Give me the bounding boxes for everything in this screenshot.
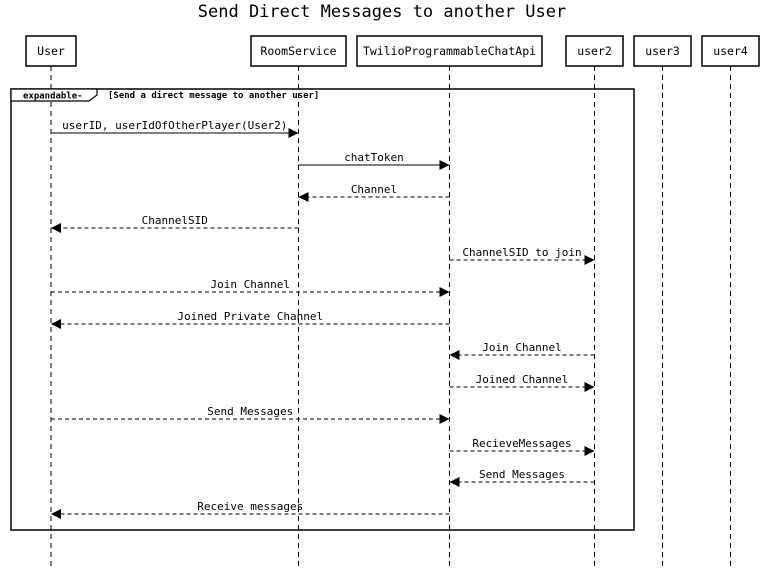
message-label: Channel xyxy=(351,183,397,196)
message: Send Messages xyxy=(449,468,595,487)
message-label: Join Channel xyxy=(211,278,290,291)
message-label: ChannelSID xyxy=(142,214,208,227)
participant-label: user3 xyxy=(645,44,680,58)
message-label: ChannelSID to join xyxy=(462,246,581,259)
message: Joined Channel xyxy=(449,373,595,392)
participant-box xyxy=(633,35,692,67)
participant-box xyxy=(250,35,347,67)
fragment-frame xyxy=(10,88,635,531)
message-label: chatToken xyxy=(344,151,404,164)
participant-user2: user2 xyxy=(565,35,624,67)
lifelines xyxy=(50,66,731,570)
participant-roomservice: RoomService xyxy=(250,35,347,67)
message-label: Receive messages xyxy=(197,500,303,513)
message: Join Channel xyxy=(449,341,595,360)
participant-boxes: User RoomService TwilioProgrammableChatApi… xyxy=(25,35,760,67)
participant-label: RoomService xyxy=(260,44,336,58)
diagram-title: Send Direct Messages to another User xyxy=(198,2,566,22)
message-label: userID, userIdOfOtherPlayer(User2) xyxy=(62,119,287,132)
fragment-box: expandable- [Send a direct message to ano… xyxy=(10,88,635,531)
message-label: Send Messages xyxy=(479,468,565,481)
message-label: Joined Channel xyxy=(476,373,569,386)
message: ChannelSID to join xyxy=(449,246,595,265)
message: Join Channel xyxy=(51,278,450,297)
participant-label: user4 xyxy=(713,44,748,58)
participant-box xyxy=(701,35,760,67)
fragment-condition: [Send a direct message to another user] xyxy=(108,90,319,101)
participant-user3: user3 xyxy=(633,35,692,67)
message: Send Messages xyxy=(51,405,450,424)
message-label: RecieveMessages xyxy=(472,437,571,450)
participant-user: User xyxy=(25,35,77,67)
message-label: Join Channel xyxy=(482,341,561,354)
message: RecieveMessages xyxy=(449,437,595,456)
messages: userID, userIdOfOtherPlayer(User2) chatTo… xyxy=(51,119,595,519)
message: ChannelSID xyxy=(51,214,299,233)
participant-twilio: TwilioProgrammableChatApi xyxy=(356,35,543,67)
fragment-tag: expandable- xyxy=(23,92,83,102)
participant-box xyxy=(565,35,624,67)
participant-user4: user4 xyxy=(701,35,760,67)
participant-label: TwilioProgrammableChatApi xyxy=(363,44,536,58)
message: Channel xyxy=(298,183,450,202)
participant-box xyxy=(25,35,77,67)
message: Joined Private Channel xyxy=(51,310,450,329)
participant-box xyxy=(356,35,543,67)
message-label: Send Messages xyxy=(207,405,293,418)
participant-label: User xyxy=(37,44,65,58)
participant-label: user2 xyxy=(577,44,612,58)
message-label: Joined Private Channel xyxy=(177,310,323,323)
message: userID, userIdOfOtherPlayer(User2) xyxy=(51,119,299,138)
message: chatToken xyxy=(298,151,450,170)
message: Receive messages xyxy=(51,500,450,519)
fragment-tag-box xyxy=(10,88,98,102)
